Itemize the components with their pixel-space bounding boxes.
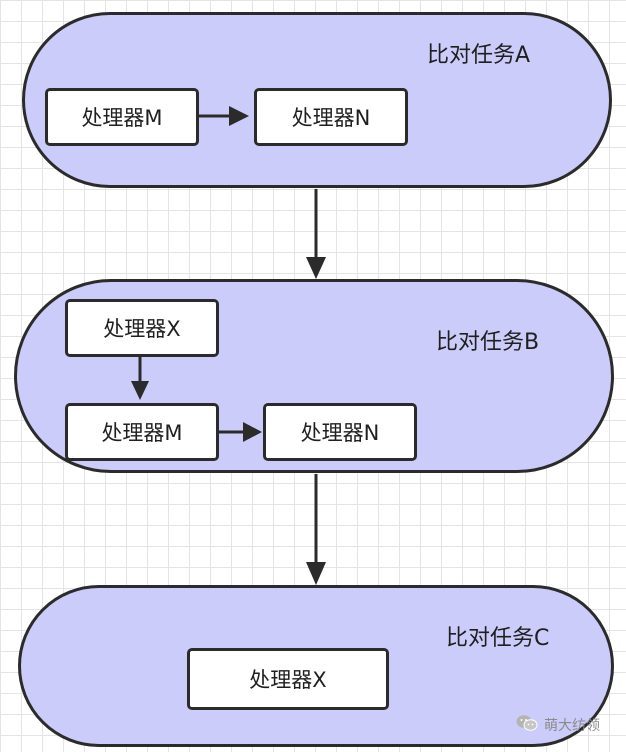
task-label-b: 比对任务B (436, 330, 540, 355)
task-container-a: 比对任务A 处理器M 处理器N (22, 12, 612, 188)
task-container-b: 比对任务B 处理器X 处理器M 处理器N (14, 279, 614, 473)
processor-m-node[interactable]: 处理器M (45, 88, 199, 146)
task-label-c: 比对任务C (446, 626, 550, 651)
task-container-c: 比对任务C 处理器X (18, 585, 614, 747)
watermark: 萌大纺领 (516, 714, 600, 736)
arrow-a-m-to-n (199, 106, 249, 126)
processor-x-node[interactable]: 处理器X (65, 299, 219, 357)
arrow-task-a-to-b (306, 189, 326, 279)
processor-x-node[interactable]: 处理器X (187, 648, 389, 710)
processor-n-node[interactable]: 处理器N (263, 403, 417, 461)
task-label-a: 比对任务A (427, 43, 531, 68)
processor-m-node[interactable]: 处理器M (65, 403, 219, 461)
arrow-b-m-to-n (219, 422, 262, 442)
processor-n-node[interactable]: 处理器N (254, 88, 408, 146)
arrow-task-b-to-c (306, 474, 326, 585)
arrow-b-x-to-m (131, 357, 149, 400)
watermark-text: 萌大纺领 (544, 718, 600, 734)
wechat-icon (516, 714, 538, 736)
